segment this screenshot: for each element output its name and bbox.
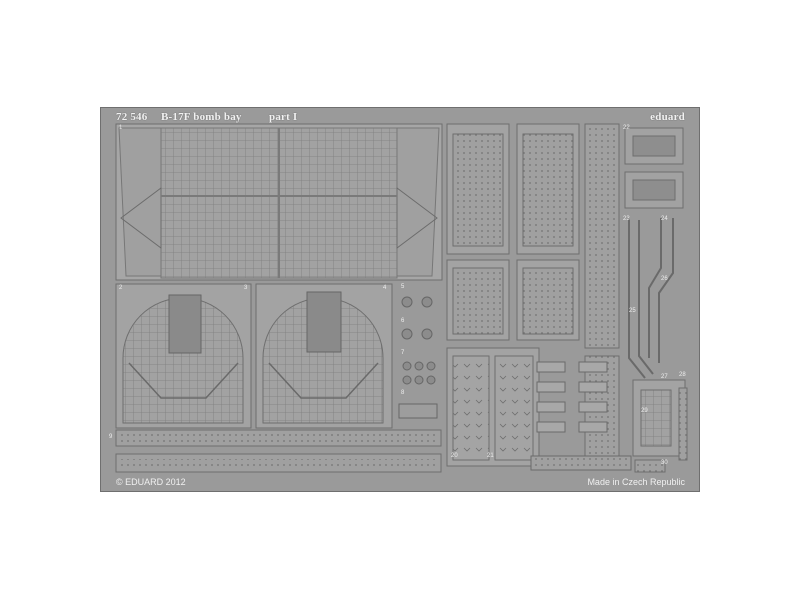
part-number: 8 <box>401 390 405 396</box>
origin-text: Made in Czech Republic <box>587 477 685 487</box>
shackle-strips <box>584 123 620 465</box>
bomb-rack-panels <box>446 123 580 467</box>
part-number: 28 <box>679 372 686 378</box>
fret-part: part I <box>269 111 298 123</box>
part-number: 25 <box>629 308 636 314</box>
part-30-bracket <box>632 379 688 473</box>
part-number: 4 <box>383 285 387 291</box>
part-number: 23 <box>623 216 630 222</box>
brand-logo: eduard <box>650 111 685 123</box>
part-number: 1 <box>119 125 123 131</box>
rods <box>628 218 674 379</box>
photo-etch-fret: 72 546 B-17F bomb bay part I eduard 1 2 … <box>100 107 700 492</box>
small-frames <box>624 127 684 209</box>
part-number: 29 <box>641 408 648 414</box>
part-number: 27 <box>661 374 668 380</box>
part-number: 5 <box>401 284 405 290</box>
bomb-shackles <box>530 361 632 471</box>
part-number: 21 <box>487 453 494 459</box>
part-number: 6 <box>401 318 405 324</box>
part-2-bulkhead <box>115 283 252 429</box>
part-number: 9 <box>109 434 113 440</box>
part-number: 24 <box>661 216 668 222</box>
fret-title: B-17F bomb bay <box>161 111 242 123</box>
fret-artwork <box>115 123 688 473</box>
round-fittings <box>398 296 438 419</box>
catalog-number: 72 546 <box>116 111 148 123</box>
part-number: 30 <box>661 460 668 466</box>
part-number: 7 <box>401 350 405 356</box>
copyright-text: © EDUARD 2012 <box>116 477 186 487</box>
part-number: 20 <box>451 453 458 459</box>
part-number: 26 <box>661 276 668 282</box>
part-number: 22 <box>623 125 630 131</box>
part-number: 2 <box>119 285 123 291</box>
bottom-strips <box>115 429 442 473</box>
part-3-bulkhead <box>255 283 393 429</box>
part-number: 3 <box>244 285 248 291</box>
part-1-bomb-bay-floor <box>115 123 443 281</box>
